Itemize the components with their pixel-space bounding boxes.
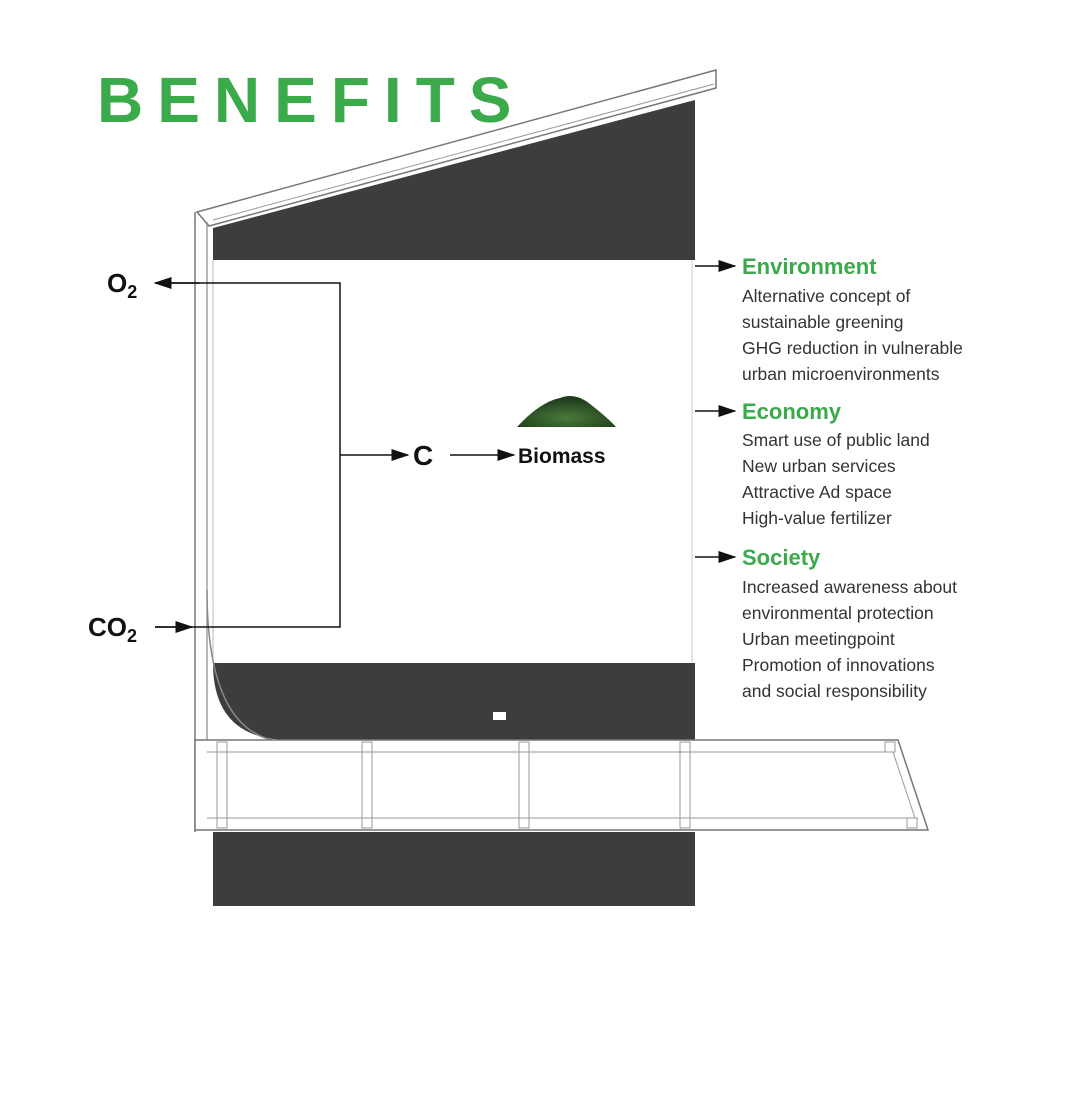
benefit-line: High-value fertilizer (742, 508, 892, 528)
benefit-heading: Economy (742, 399, 842, 424)
bench-posts (216, 741, 918, 829)
benefit-line: Urban meetingpoint (742, 629, 895, 649)
gas-exchange-box (155, 282, 341, 628)
benefit-line: Attractive Ad space (742, 482, 892, 502)
co2-label: CO2 (88, 612, 137, 646)
planter-panel (213, 663, 695, 740)
benefit-line: urban microenvironments (742, 364, 940, 384)
benefit-line: GHG reduction in vulnerable (742, 338, 963, 358)
roof-inner-line (212, 83, 715, 221)
benefit-line: environmental protection (742, 603, 934, 623)
indicator-light (493, 712, 506, 720)
roof-panel (213, 100, 695, 260)
benefit-line: Promotion of innovations (742, 655, 935, 675)
benefit-line: Increased awareness about (742, 577, 957, 597)
benefit-line: New urban services (742, 456, 896, 476)
benefit-economy: Economy Smart use of public land New urb… (695, 399, 930, 528)
benefit-line: Smart use of public land (742, 430, 930, 450)
benefit-heading: Society (742, 545, 821, 570)
biomass-label: Biomass (518, 445, 606, 468)
roof-edge (195, 69, 717, 227)
benefit-line: Alternative concept of (742, 286, 910, 306)
benefit-society: Society Increased awareness about enviro… (695, 545, 957, 701)
bench (194, 739, 930, 831)
page-title: BENEFITS (97, 64, 525, 136)
benefit-line: and social responsibility (742, 681, 927, 701)
base-panel (213, 832, 695, 906)
biomass-pile-icon (517, 396, 616, 427)
bench-slant-line (892, 751, 916, 819)
o2-label: O2 (107, 268, 137, 302)
carbon-label: C (413, 440, 433, 471)
benefit-heading: Environment (742, 254, 877, 279)
benefit-environment: Environment Alternative concept of susta… (695, 254, 963, 384)
benefit-line: sustainable greening (742, 312, 904, 332)
